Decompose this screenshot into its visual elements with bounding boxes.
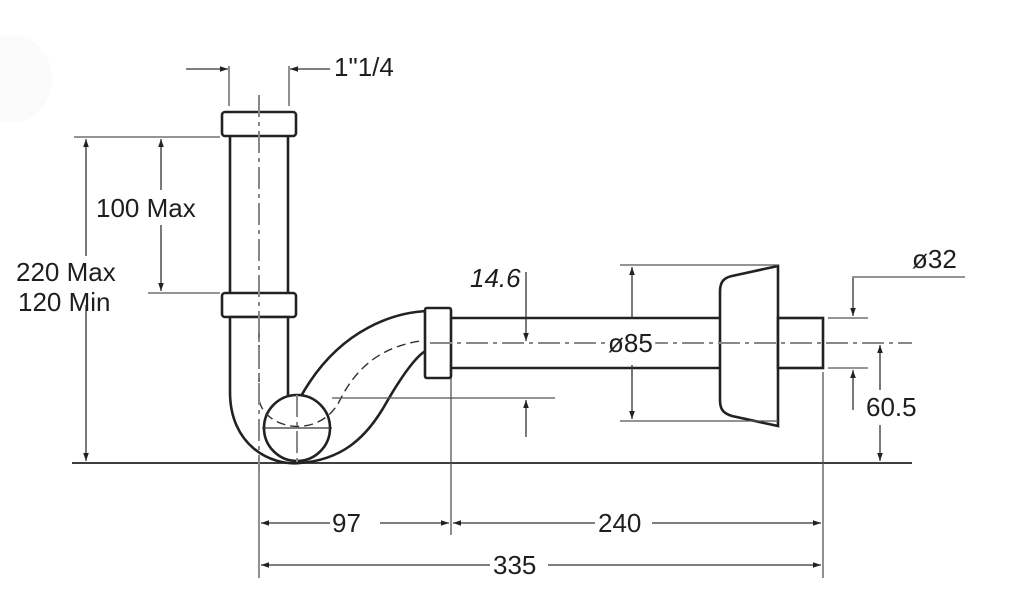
wall-flange (718, 264, 780, 428)
label-offset: 14.6 (470, 263, 521, 293)
label-horizontal-total: 335 (493, 550, 536, 580)
bend-hidden-centerline (258, 317, 429, 427)
label-horizontal-trap: 97 (332, 508, 361, 538)
label-inlet-thread: 1"1/4 (334, 52, 394, 82)
label-outlet-diameter: ø32 (912, 244, 957, 274)
label-adjust-range: 100 Max (96, 193, 196, 223)
u-bend (228, 306, 453, 465)
label-height-max: 220 Max (16, 257, 116, 287)
label-outlet-height: 60.5 (866, 392, 917, 422)
label-height-min: 120 Min (18, 287, 111, 317)
outlet-pipe (451, 264, 825, 428)
extension-lines (74, 66, 965, 578)
dimension-lines (83, 66, 883, 568)
label-flange-diameter: ø85 (608, 328, 653, 358)
label-horizontal-outlet: 240 (598, 508, 641, 538)
